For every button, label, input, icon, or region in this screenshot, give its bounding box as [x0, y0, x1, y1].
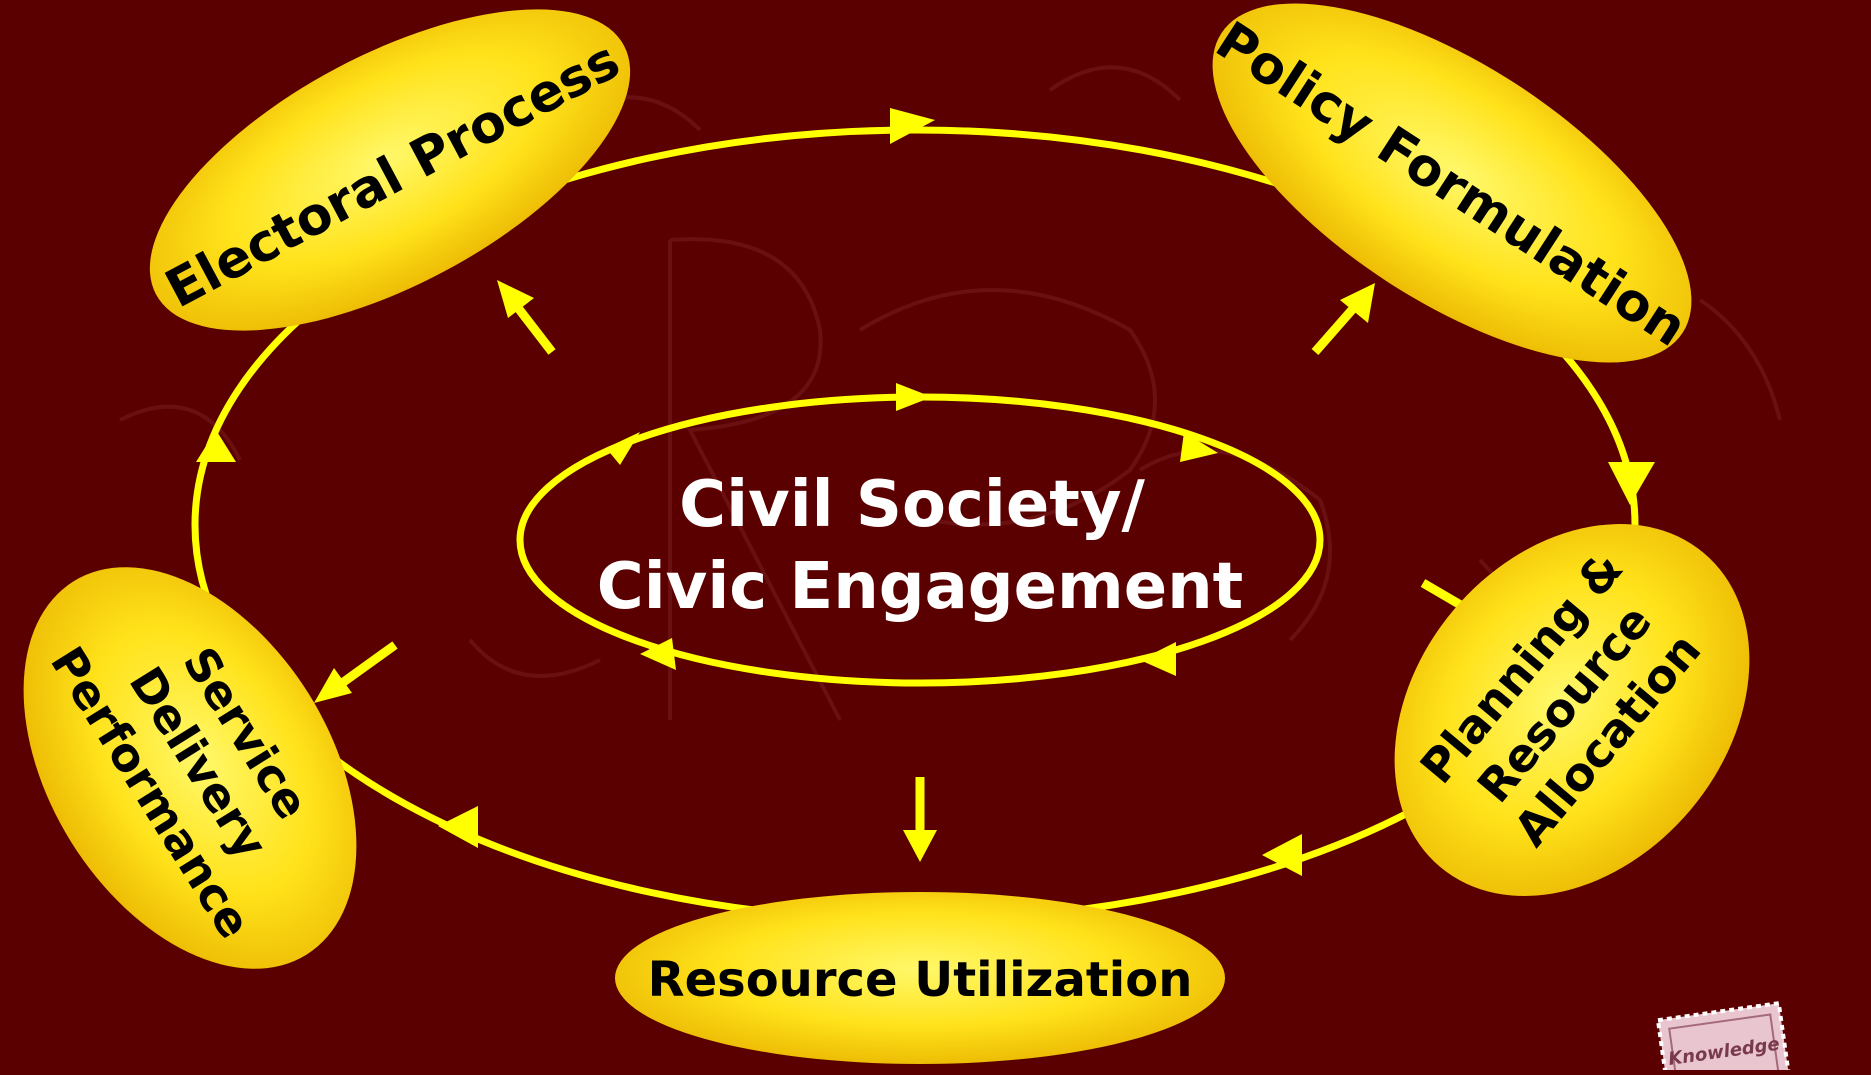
node-service-delivery-performance: Service Delivery Performance — [23, 567, 357, 969]
arrow-to-policy — [1311, 300, 1362, 355]
center-label: Civil Society/ Civic Engagement — [597, 468, 1244, 624]
center-line1: Civil Society/ — [679, 468, 1145, 542]
outer-arrow-bottom-right — [1262, 834, 1302, 876]
arrow-to-utilization-head — [903, 830, 937, 862]
inner-arrow-top-left — [606, 432, 640, 465]
outer-arrow-left — [196, 430, 236, 462]
inner-arrow-top-right — [1180, 432, 1218, 462]
arrow-to-electoral-head — [497, 280, 534, 318]
arrow-to-policy-head — [1340, 283, 1375, 323]
knowledge-stamp: Knowledge — [1655, 1000, 1793, 1075]
outer-arrow-right — [1608, 462, 1655, 505]
arrow-to-service — [335, 641, 398, 690]
outer-arrow-bottom-left — [438, 806, 478, 848]
inner-arrow-bottom-right — [1140, 642, 1176, 676]
inner-arrow-bottom-left — [640, 638, 676, 670]
outer-arrow-top — [890, 108, 935, 144]
arrow-to-service-head — [314, 668, 352, 703]
radiating-arrows — [314, 280, 1525, 862]
center-line2: Civic Engagement — [597, 550, 1244, 624]
node-planning-resource-allocation: Planning & Resource Allocation — [1394, 524, 1750, 896]
inner-cycle-loop — [516, 383, 1324, 687]
node-utilization-label: Resource Utilization — [648, 952, 1193, 1008]
node-resource-utilization: Resource Utilization — [615, 892, 1225, 1064]
inner-arrow-top — [896, 383, 932, 411]
